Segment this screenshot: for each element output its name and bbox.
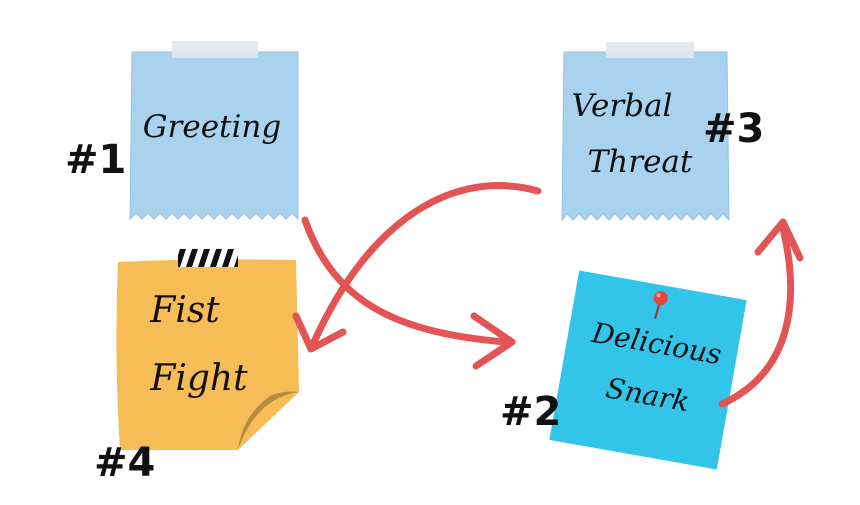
note-fight-paper [116,259,300,450]
note-fight-line-1: Fist [149,290,220,331]
note-snark: Delicious Snark [549,270,747,470]
note-fight-tape [178,249,238,267]
note-greeting-paper [129,51,299,221]
step-number-2: #2 [500,389,561,435]
note-greeting: Greeting [129,41,299,221]
note-threat-tape [606,42,694,58]
note-threat-line-2: Threat [588,144,693,180]
pin-icon [653,291,668,319]
note-snark-paper [549,270,747,470]
arrow-greeting-to-snark [301,216,516,370]
note-greeting-line-1: Greeting [143,109,281,145]
arrow-threat-to-fight [292,182,542,353]
note-greeting-tape [172,41,258,58]
step-number-1: #1 [65,137,126,183]
note-threat-line-1: Verbal [572,88,673,124]
arrow-snark-to-threat [718,218,804,408]
note-threat: Verbal Threat [561,42,730,222]
note-threat-paper [561,51,730,222]
step-number-3: #3 [703,106,764,152]
note-fight-curl [238,391,299,450]
note-fight-line-2: Fight [149,358,248,399]
step-number-4: #4 [94,440,155,486]
note-fight: Fist Fight [116,249,300,450]
